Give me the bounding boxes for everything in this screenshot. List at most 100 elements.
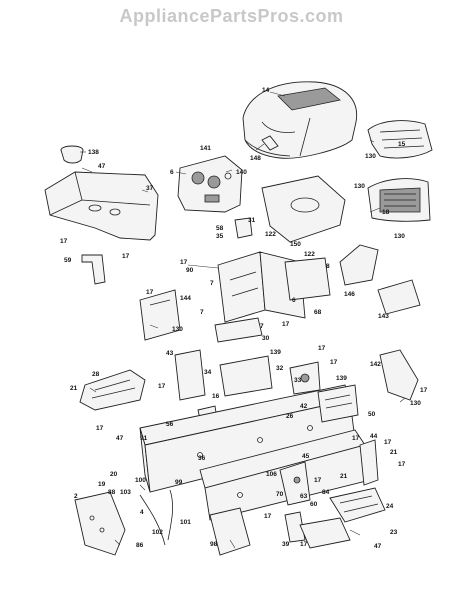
callout-91: 91 (140, 435, 148, 442)
bracket-144-part (139, 289, 181, 341)
callout-17: 17 (314, 477, 322, 484)
callout-28: 28 (92, 371, 100, 378)
callout-17: 17 (330, 359, 338, 366)
pivot-arm-part (279, 461, 311, 506)
callout-17: 17 (398, 461, 406, 468)
callout-60: 60 (310, 501, 318, 508)
callout-138: 138 (88, 149, 99, 156)
callout-42: 42 (300, 403, 308, 410)
callout-7: 7 (260, 323, 264, 330)
footrest-28-part (79, 369, 146, 411)
callout-2: 2 (74, 493, 78, 500)
callout-19: 19 (98, 481, 106, 488)
callout-43: 43 (166, 350, 174, 357)
bracket-39-part (284, 511, 306, 543)
grille-part (367, 120, 433, 159)
callout-21: 21 (70, 385, 78, 392)
callout-58: 58 (216, 225, 224, 232)
callout-47: 47 (374, 543, 382, 550)
callout-17: 17 (300, 541, 308, 548)
callout-4: 4 (140, 509, 144, 516)
callout-146: 146 (344, 291, 355, 298)
callout-30: 30 (262, 335, 270, 342)
callout-17: 17 (60, 238, 68, 245)
headlight-housing-part (367, 178, 431, 222)
callout-142: 142 (370, 361, 381, 368)
callout-84: 84 (322, 489, 330, 496)
callout-labels: 14 148 15 130 138 47 37 17 17 59 141 6 1… (60, 87, 428, 550)
callout-59: 59 (64, 257, 72, 264)
panel-143-part (377, 279, 421, 315)
callout-16: 16 (212, 393, 220, 400)
callout-98: 98 (210, 541, 218, 548)
callout-103: 103 (120, 489, 131, 496)
callout-31: 31 (248, 217, 256, 224)
side-panel-146-part (339, 244, 379, 286)
callout-106: 106 (266, 471, 277, 478)
dash-cover-part (44, 171, 159, 241)
callout-68: 68 (314, 309, 322, 316)
callout-70: 70 (276, 491, 284, 498)
callout-6: 6 (292, 297, 296, 304)
callout-122: 122 (265, 231, 276, 238)
callout-130: 130 (394, 233, 405, 240)
callout-20: 20 (110, 471, 118, 478)
leader-lines (80, 91, 406, 549)
callout-101: 101 (180, 519, 191, 526)
callout-17: 17 (146, 289, 154, 296)
callout-17: 17 (122, 253, 130, 260)
rod-99-part (139, 489, 174, 546)
callout-17: 17 (318, 345, 326, 352)
callout-99: 99 (175, 479, 183, 486)
footplate-23-part (299, 517, 351, 549)
callout-130: 130 (172, 326, 183, 333)
hood-part (242, 81, 358, 159)
callout-33: 33 (294, 377, 302, 384)
callout-47: 47 (98, 163, 106, 170)
callout-100: 100 (135, 477, 146, 484)
callout-139: 139 (270, 349, 281, 356)
callout-122: 122 (304, 251, 315, 258)
callout-50: 50 (368, 411, 376, 418)
callout-15: 15 (398, 141, 406, 148)
callout-45: 45 (302, 453, 310, 460)
plate-34-part (219, 355, 273, 397)
callout-86: 86 (136, 542, 144, 549)
bracket-59-part (81, 254, 106, 285)
switch-assembly-part (289, 361, 321, 395)
callout-102: 102 (152, 529, 163, 536)
callout-17: 17 (158, 383, 166, 390)
callout-17: 17 (180, 259, 188, 266)
callout-17: 17 (96, 425, 104, 432)
callout-130: 130 (365, 153, 376, 160)
bracket-2-part (74, 491, 126, 556)
callout-47: 47 (116, 435, 124, 442)
callout-34: 34 (204, 369, 212, 376)
callout-56: 56 (166, 421, 174, 428)
bracket-98-part (209, 507, 251, 556)
callout-26: 26 (286, 413, 294, 420)
cup-holder-part (60, 145, 84, 164)
callout-7: 7 (200, 309, 204, 316)
bracket-50-part (317, 384, 359, 423)
frame-plate-30-part (214, 317, 263, 343)
footrest-24-part (329, 487, 386, 523)
callout-14: 14 (262, 87, 270, 94)
callout-139: 139 (336, 375, 347, 382)
callout-24: 24 (386, 503, 394, 510)
fuel-tank-cover-part (261, 175, 346, 243)
callout-8: 8 (326, 263, 330, 270)
callout-90: 90 (186, 267, 194, 274)
callout-32: 32 (276, 365, 284, 372)
callout-143: 143 (378, 313, 389, 320)
callout-36: 36 (198, 455, 206, 462)
callout-39: 39 (282, 541, 290, 548)
callout-21: 21 (340, 473, 348, 480)
callout-17: 17 (420, 387, 428, 394)
callout-17: 17 (352, 435, 360, 442)
callout-17: 17 (264, 513, 272, 520)
callout-21: 21 (390, 449, 398, 456)
callout-17: 17 (282, 321, 290, 328)
callout-44: 44 (370, 433, 378, 440)
